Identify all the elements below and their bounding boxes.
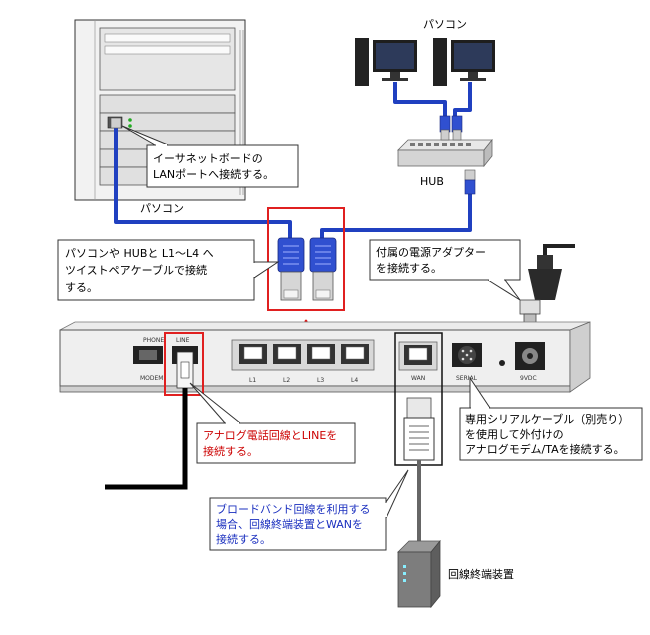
callout-serial: 専用シリアルケーブル（別売り） を使用して外付けの アナログモデム/TAを接続す… (459, 376, 643, 461)
lan-cables (114, 82, 472, 245)
callout-adapter-line1: 付属の電源アダプター (376, 245, 486, 259)
callout-broadband-line1: ブロードバンド回線を利用する (216, 502, 371, 516)
label-ont: 回線終端装置 (448, 567, 514, 581)
callout-broadband-line2: 場合、回線終端装置とWANを (216, 517, 363, 531)
port-label-l3: L3 (317, 377, 324, 384)
port-label-l4: L4 (351, 377, 358, 384)
callout-twisted-pair-line1: パソコンや HUBと L1～L4 へ (65, 247, 214, 260)
phone-line-cable (105, 388, 188, 490)
port-label-9vdc: 9VDC (520, 375, 537, 382)
port-label-l1: L1 (249, 377, 256, 384)
rj45-plug-icon (110, 115, 476, 195)
callout-lan-port: イーサネットボードの LANポートへ接続する。 (121, 125, 299, 188)
callout-lan-port-line2: LANポートへ接続する。 (153, 167, 274, 181)
pc-desktop-left (355, 38, 417, 86)
pc-desktop-right (433, 38, 495, 86)
wan-cable (403, 397, 435, 558)
port-label-modem: MODEM (140, 375, 164, 382)
callout-adapter: 付属の電源アダプター を接続する。 (369, 239, 521, 301)
port-label-phone: PHONE (143, 337, 164, 344)
hub-device (397, 138, 493, 168)
callout-broadband: ブロードバンド回線を利用する 場合、回線終端装置とWANを 接続する。 (209, 469, 409, 551)
label-hub: HUB (420, 175, 444, 188)
callout-serial-line2: を使用して外付けの (465, 428, 564, 441)
label-pc-top: パソコン (423, 18, 467, 31)
callout-analog-line-line1: アナログ電話回線とLINEを (203, 428, 337, 442)
port-label-l2: L2 (283, 377, 290, 384)
label-pc-left: パソコン (140, 202, 184, 215)
ont-device (397, 539, 441, 609)
lan-ports (239, 344, 369, 364)
callout-serial-line1: 専用シリアルケーブル（別売り） (465, 412, 629, 426)
callout-twisted-pair-line3: する。 (65, 281, 98, 294)
callout-serial-line3: アナログモデム/TAを接続する。 (465, 442, 625, 456)
callout-analog-line: アナログ電話回線とLINEを 接続する。 (189, 382, 356, 464)
callout-adapter-line2: を接続する。 (376, 261, 442, 275)
twisted-pair-plugs (267, 207, 345, 311)
callout-broadband-line3: 接続する。 (216, 532, 271, 546)
phone-line-plug (176, 351, 194, 389)
port-label-wan: WAN (411, 375, 425, 382)
plug-highlight-box (267, 207, 345, 311)
port-label-serial: SERIAL (456, 375, 478, 382)
callout-twisted-pair-line2: ツイストペアケーブルで接続 (65, 263, 207, 277)
port-label-line: LINE (176, 337, 190, 344)
callout-lan-port-line1: イーサネットボードの (153, 152, 263, 165)
callout-twisted-pair: パソコンや HUBと L1～L4 へ ツイストペアケーブルで接続 する。 (57, 239, 280, 301)
callout-analog-line-line2: 接続する。 (203, 444, 258, 458)
